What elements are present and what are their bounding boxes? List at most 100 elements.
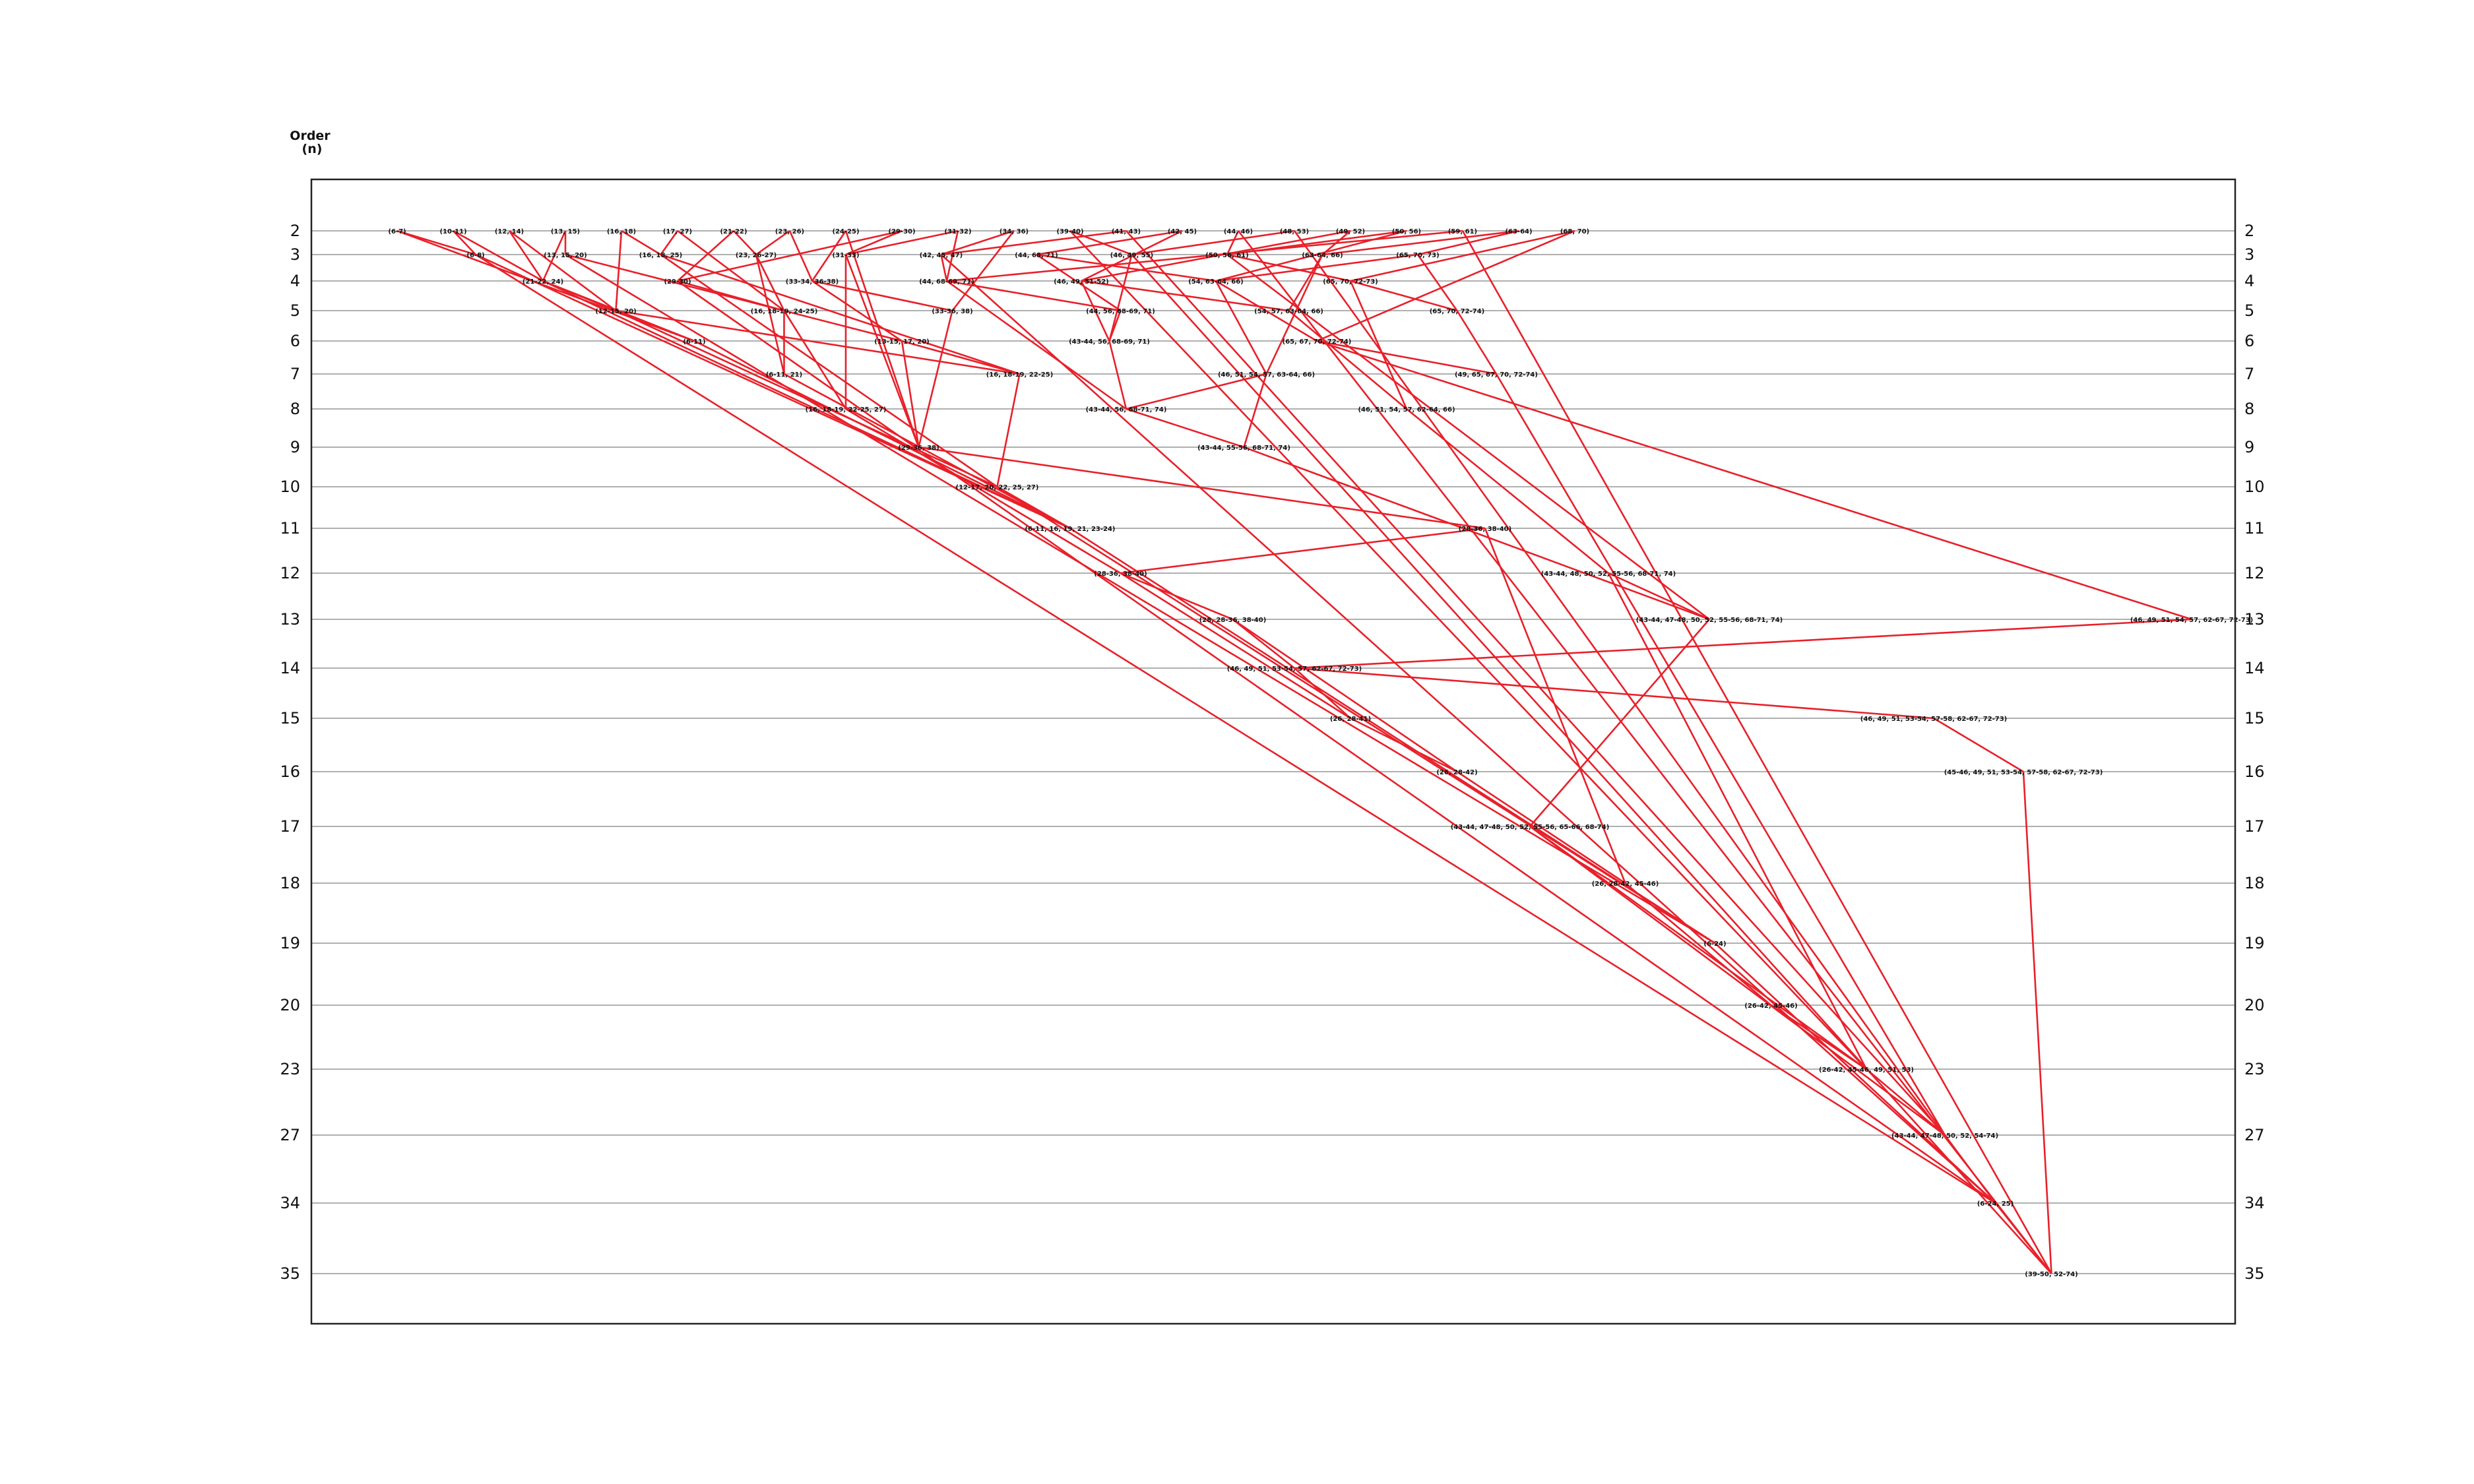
edge-line bbox=[1226, 253, 1351, 282]
edge-line bbox=[1226, 230, 1240, 255]
node-label: (50, 56, 61) bbox=[1205, 252, 1248, 259]
edge-line bbox=[615, 230, 623, 311]
node-label: (6-11) bbox=[683, 338, 705, 346]
order-tick-left: 19 bbox=[280, 934, 300, 952]
edge-line bbox=[1120, 527, 1486, 574]
edge-line bbox=[542, 280, 1071, 530]
node-label: (33-36, 38) bbox=[932, 308, 972, 315]
node-label: (43-44, 47-48, 50, 52, 54-74) bbox=[1891, 1132, 1998, 1140]
edge-line bbox=[1108, 254, 1133, 342]
order-tick-right: 14 bbox=[2244, 659, 2265, 677]
edge-line bbox=[1350, 230, 1575, 282]
node-label: (49, 52) bbox=[1336, 228, 1365, 235]
order-tick-left: 15 bbox=[280, 709, 300, 727]
edge-line bbox=[615, 309, 998, 488]
node-label: (26, 28-42) bbox=[1436, 769, 1477, 776]
node-label: (12-15, 20) bbox=[595, 308, 636, 315]
edge-line bbox=[1608, 572, 1710, 621]
edge-line bbox=[755, 254, 785, 375]
edge-line bbox=[542, 230, 567, 282]
node-label: (39-50, 52-74) bbox=[2025, 1271, 2078, 1278]
edge-line bbox=[1108, 340, 1127, 410]
edge-line bbox=[1624, 882, 1772, 1006]
node-label: (28-36, 38-40) bbox=[1459, 526, 1511, 533]
edge-line bbox=[660, 253, 998, 488]
edge-line bbox=[901, 340, 920, 448]
order-tick-right: 19 bbox=[2244, 934, 2265, 952]
node-label: (16, 18) bbox=[607, 228, 636, 235]
edge-line bbox=[1529, 619, 1710, 827]
node-label: (26-42, 45-46) bbox=[1744, 1003, 1797, 1010]
node-label: (13-15, 17, 20) bbox=[874, 338, 930, 346]
edge-line bbox=[1126, 373, 1267, 410]
edge-line bbox=[509, 230, 617, 312]
order-tick-left: 4 bbox=[290, 272, 300, 290]
node-label: (44, 46) bbox=[1224, 228, 1253, 235]
edge-line bbox=[1495, 373, 1946, 1136]
node-label: (29-36, 38) bbox=[898, 445, 939, 452]
edge-line bbox=[1293, 230, 1946, 1136]
order-tick-right: 23 bbox=[2244, 1060, 2265, 1078]
edge-line bbox=[1350, 280, 1457, 312]
edge-line bbox=[1484, 528, 1626, 884]
edge-line bbox=[1232, 618, 1458, 773]
node-label: (28-36, 38-40) bbox=[1094, 571, 1147, 578]
edge-line bbox=[1461, 230, 2052, 1274]
node-label: (44, 68, 71) bbox=[1015, 252, 1058, 259]
edge-line bbox=[1416, 254, 1458, 311]
plot-frame bbox=[310, 178, 2236, 1325]
order-tick-right: 10 bbox=[2244, 478, 2265, 496]
order-tick-right: 7 bbox=[2244, 365, 2254, 383]
edge-line bbox=[946, 280, 1121, 312]
edge-line bbox=[918, 446, 1486, 530]
order-tick-left: 7 bbox=[290, 365, 300, 383]
order-tick-right: 6 bbox=[2244, 332, 2254, 350]
node-label: (10-11) bbox=[439, 228, 466, 235]
node-label: (17, 27) bbox=[663, 228, 692, 235]
edge-line bbox=[996, 373, 1021, 487]
edge-line bbox=[1244, 446, 1710, 621]
order-tick-right: 13 bbox=[2244, 610, 2265, 629]
order-tick-left: 6 bbox=[290, 332, 300, 350]
edge-line bbox=[1215, 280, 1267, 375]
node-label: (23, 26) bbox=[775, 228, 804, 235]
edge-line bbox=[1243, 373, 1267, 448]
node-label: (6-11, 21) bbox=[766, 371, 802, 379]
order-tick-right: 11 bbox=[2244, 519, 2265, 538]
node-label: (43-44, 55-56, 68-71, 74) bbox=[1197, 445, 1290, 452]
edge-line bbox=[660, 230, 679, 255]
order-tick-left: 18 bbox=[280, 874, 300, 892]
edge-line bbox=[845, 230, 959, 256]
node-label: (39-40) bbox=[1056, 228, 1083, 235]
node-label: (31-33) bbox=[832, 252, 859, 259]
edge-line bbox=[844, 230, 920, 448]
axis-title-line2: (n) bbox=[302, 142, 323, 156]
node-label: (65, 70, 73) bbox=[1396, 252, 1439, 259]
edge-line bbox=[945, 230, 959, 282]
axis-title-line1: Order bbox=[290, 129, 331, 143]
order-tick-left: 11 bbox=[280, 519, 300, 538]
edge-line bbox=[1294, 667, 1351, 719]
node-label: (43-44, 56, 68-69, 71) bbox=[1069, 338, 1150, 346]
node-label: (6-8) bbox=[466, 252, 484, 259]
order-tick-left: 34 bbox=[280, 1194, 300, 1212]
edge-line bbox=[677, 230, 734, 282]
edge-line bbox=[1120, 572, 1351, 720]
node-label: (21-22) bbox=[720, 228, 747, 235]
node-label: (12-17, 20, 22, 25, 27) bbox=[956, 484, 1039, 491]
order-tick-right: 17 bbox=[2244, 817, 2265, 836]
order-tick-right: 35 bbox=[2244, 1264, 2265, 1283]
node-label: (65, 70, 72-74) bbox=[1430, 308, 1485, 315]
order-tick-right: 9 bbox=[2244, 438, 2254, 456]
node-label: (6-11, 16, 19, 21, 23-24) bbox=[1025, 526, 1115, 533]
edge-line bbox=[1131, 230, 1295, 256]
node-label: (63-64, 66) bbox=[1302, 252, 1343, 259]
order-tick-left: 20 bbox=[280, 996, 300, 1014]
edge-line bbox=[844, 254, 920, 448]
order-tick-left: 5 bbox=[290, 301, 300, 320]
edge-line bbox=[1866, 1068, 1946, 1136]
order-tick-left: 3 bbox=[290, 245, 300, 264]
